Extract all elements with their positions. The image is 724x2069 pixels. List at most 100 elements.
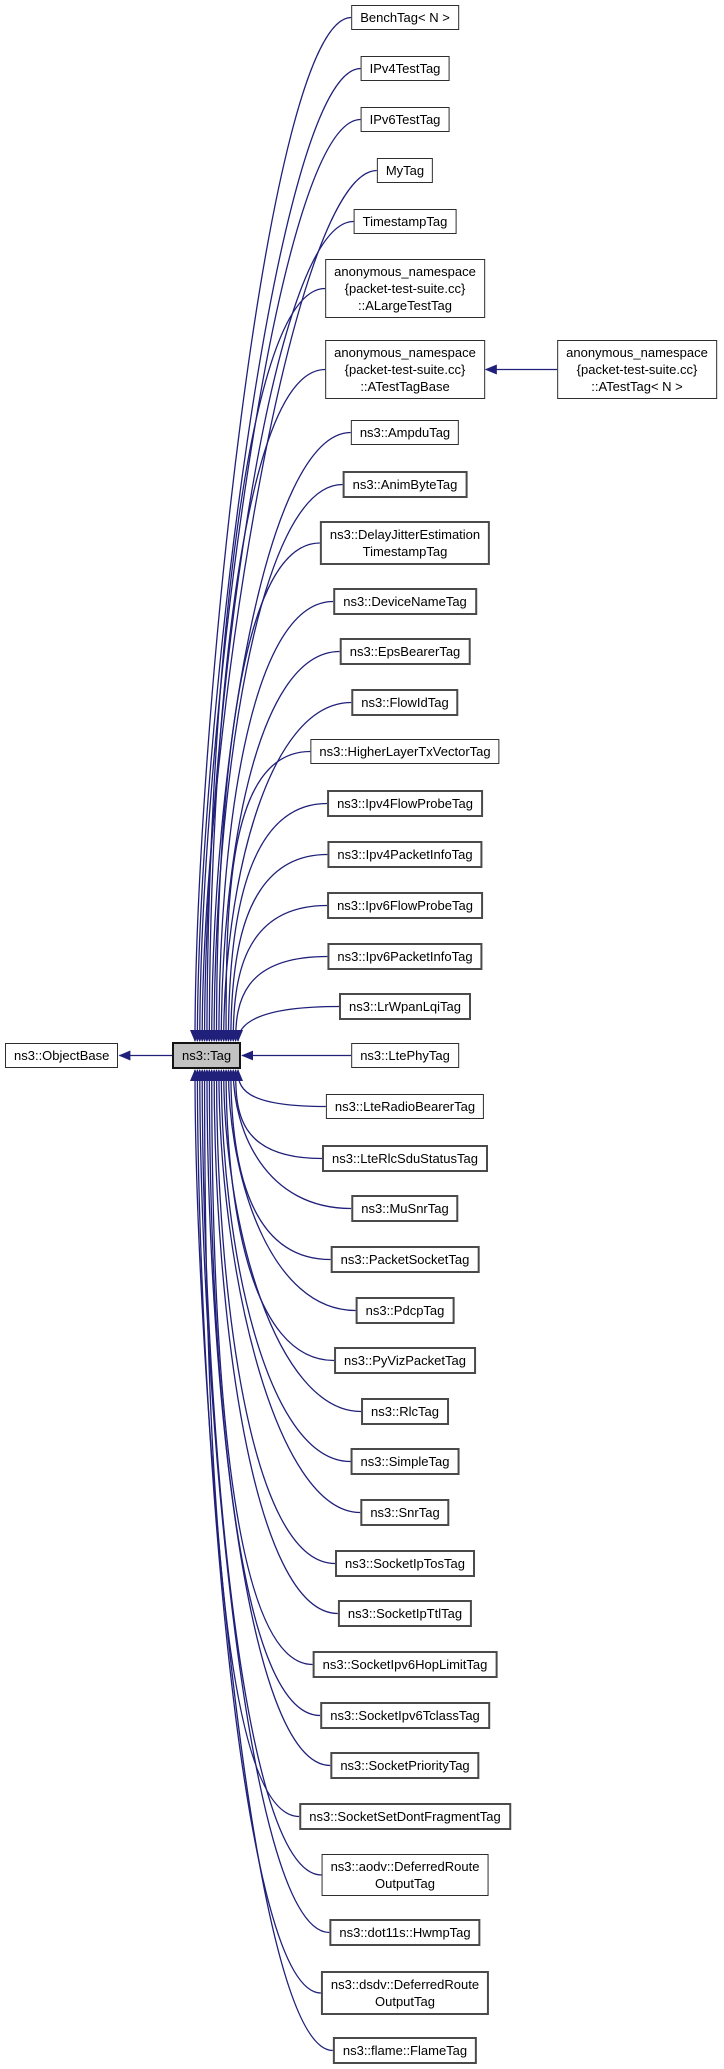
class-node-label-line: ns3::HigherLayerTxVectorTag (319, 744, 491, 759)
class-node-ipv6testtag[interactable]: IPv6TestTag (360, 107, 450, 132)
class-node-simpletag[interactable]: ns3::SimpleTag (350, 1448, 460, 1475)
inheritance-edge (192, 67, 361, 1042)
inheritance-edge (209, 483, 343, 1042)
class-node-atesttagbase[interactable]: anonymous_namespace {packet-test-suite.cc… (325, 340, 485, 399)
class-node-ipv4testtag[interactable]: IPv4TestTag (360, 56, 450, 81)
class-node-timestamptag[interactable]: TimestampTag (353, 209, 457, 234)
class-node-label-line: ns3::SocketIpv6TclassTag (330, 1708, 480, 1723)
class-node-label-line: ns3::PyVizPacketTag (344, 1353, 466, 1368)
class-node-objectbase[interactable]: ns3::ObjectBase (5, 1043, 119, 1068)
class-node-higherlayertxvectortag[interactable]: ns3::HigherLayerTxVectorTag (310, 739, 500, 764)
class-node-ampdutag[interactable]: ns3::AmpduTag (350, 420, 460, 445)
inheritance-edge (221, 750, 311, 1042)
class-node-socketipv6hoplimittag[interactable]: ns3::SocketIpv6HopLimitTag (312, 1651, 498, 1678)
class-node-snrtag[interactable]: ns3::SnrTag (360, 1499, 450, 1526)
inheritance-edge (218, 1069, 362, 1413)
class-node-label-line: ns3::LteRadioBearerTag (334, 1099, 476, 1114)
class-node-label-line: MyTag (385, 163, 425, 178)
class-node-socketiptostag[interactable]: ns3::SocketIpTosTag (335, 1550, 475, 1577)
inheritance-edge (233, 1069, 326, 1108)
inheritance-edge (216, 1069, 351, 1463)
class-node-label-line: anonymous_namespace (334, 264, 476, 279)
inheritance-edge (225, 853, 328, 1042)
class-node-alargetesttag[interactable]: anonymous_namespace {packet-test-suite.cc… (325, 259, 485, 318)
class-node-label-line: OutputTag (375, 1876, 435, 1891)
class-node-label-line: ns3::flame::FlameTag (342, 2043, 468, 2058)
class-node-label-line: IPv4TestTag (369, 61, 441, 76)
class-node-epsbearertag[interactable]: ns3::EpsBearerTag (339, 638, 471, 665)
class-node-label-line: {packet-test-suite.cc} (344, 281, 466, 296)
inheritance-edge (194, 1069, 330, 1934)
class-node-lterlcsdustatustag[interactable]: ns3::LteRlcSduStatusTag (322, 1145, 488, 1172)
class-node-label-line: ns3::SimpleTag (360, 1454, 450, 1469)
class-node-label-line: ns3::DelayJitterEstimation (329, 527, 481, 542)
class-node-socketipttltag[interactable]: ns3::SocketIpTtlTag (337, 1600, 473, 1627)
inheritance-edge (194, 118, 361, 1042)
inheritance-edge (211, 542, 320, 1042)
class-node-label-line: ns3::Ipv4PacketInfoTag (337, 847, 473, 862)
class-node-label-line: ns3::aodv::DeferredRoute (330, 1859, 480, 1874)
class-node-lteradiobearertag[interactable]: ns3::LteRadioBearerTag (325, 1094, 485, 1119)
class-node-ltephytag[interactable]: ns3::LtePhyTag (351, 1043, 459, 1068)
inheritance-edge (201, 287, 326, 1042)
class-node-label-line: ns3::LtePhyTag (360, 1048, 450, 1063)
class-node-benchtag[interactable]: BenchTag< N > (351, 5, 459, 30)
class-node-animbytetag[interactable]: ns3::AnimByteTag (342, 471, 468, 498)
class-node-label-line: IPv6TestTag (369, 112, 441, 127)
class-node-label-line: anonymous_namespace (566, 345, 708, 360)
inheritance-edge (206, 1069, 313, 1666)
class-node-label-line: TimestampTag (362, 214, 448, 229)
inheritance-edge (197, 1069, 322, 1876)
class-node-rlctag[interactable]: ns3::RlcTag (361, 1398, 449, 1425)
inheritance-edge (209, 1069, 338, 1615)
class-node-label-line: ns3::MuSnrTag (361, 1201, 449, 1216)
class-node-packetsockettag[interactable]: ns3::PacketSocketTag (330, 1246, 480, 1273)
class-node-lrwpanlqitag[interactable]: ns3::LrWpanLqiTag (338, 993, 472, 1020)
inheritance-edge (204, 368, 326, 1042)
inheritance-edge (221, 1069, 335, 1362)
class-node-musnrtag[interactable]: ns3::MuSnrTag (351, 1195, 459, 1222)
class-node-label-line: {packet-test-suite.cc} (576, 362, 698, 377)
class-node-label-line: ns3::LrWpanLqiTag (348, 999, 462, 1014)
inheritance-edge (223, 802, 328, 1042)
class-node-ipv6flowprobetag[interactable]: ns3::Ipv6FlowProbeTag (327, 892, 483, 919)
class-node-label-line: OutputTag (374, 1994, 435, 2009)
class-node-flowidtag[interactable]: ns3::FlowIdTag (351, 689, 459, 716)
class-node-label-line: ns3::AnimByteTag (352, 477, 458, 492)
inheritance-edge (213, 600, 334, 1042)
class-node-pyvizpackettag[interactable]: ns3::PyVizPacketTag (334, 1347, 476, 1374)
class-node-ipv4flowprobetag[interactable]: ns3::Ipv4FlowProbeTag (327, 790, 483, 817)
class-node-socketipv6tclasstag[interactable]: ns3::SocketIpv6TclassTag (320, 1702, 490, 1729)
class-node-label-line: anonymous_namespace (334, 345, 476, 360)
class-node-dot11shwmptag[interactable]: ns3::dot11s::HwmpTag (329, 1919, 481, 1946)
class-node-devicenametag[interactable]: ns3::DeviceNameTag (333, 588, 477, 615)
class-node-label-line: ::ALargeTestTag (358, 298, 452, 313)
class-node-label-line: ::ATestTag< N > (591, 379, 683, 394)
class-node-flametag[interactable]: ns3::flame::FlameTag (332, 2037, 478, 2064)
inheritance-edge (190, 1069, 333, 2052)
class-node-ipv6packetinfotag[interactable]: ns3::Ipv6PacketInfoTag (327, 943, 483, 970)
class-node-label-line: ns3::AmpduTag (359, 425, 451, 440)
class-node-label-line: {packet-test-suite.cc} (344, 362, 466, 377)
class-node-label-line: ns3::dsdv::DeferredRoute (330, 1977, 480, 1992)
class-node-atesttag[interactable]: anonymous_namespace {packet-test-suite.cc… (557, 340, 717, 399)
class-node-current-tag: ns3::Tag (172, 1042, 242, 1069)
class-node-mytag[interactable]: MyTag (376, 158, 434, 183)
class-node-label-line: ns3::SocketSetDontFragmentTag (309, 1809, 501, 1824)
inheritance-edge (225, 1069, 331, 1261)
class-node-label-line: BenchTag< N > (360, 10, 450, 25)
class-node-pdcptag[interactable]: ns3::PdcpTag (355, 1297, 455, 1324)
inheritance-edge (216, 650, 340, 1042)
class-node-label-line: ns3::dot11s::HwmpTag (339, 1925, 471, 1940)
class-node-socketsetdontfragmenttag[interactable]: ns3::SocketSetDontFragmentTag (299, 1803, 511, 1830)
class-node-socketprioritytag[interactable]: ns3::SocketPriorityTag (330, 1752, 480, 1779)
inheritance-edge (228, 1069, 352, 1210)
class-node-ipv4packetinfotag[interactable]: ns3::Ipv4PacketInfoTag (327, 841, 483, 868)
class-node-label-line: ns3::LteRlcSduStatusTag (332, 1151, 478, 1166)
class-node-label-line: ns3::DeviceNameTag (343, 594, 467, 609)
